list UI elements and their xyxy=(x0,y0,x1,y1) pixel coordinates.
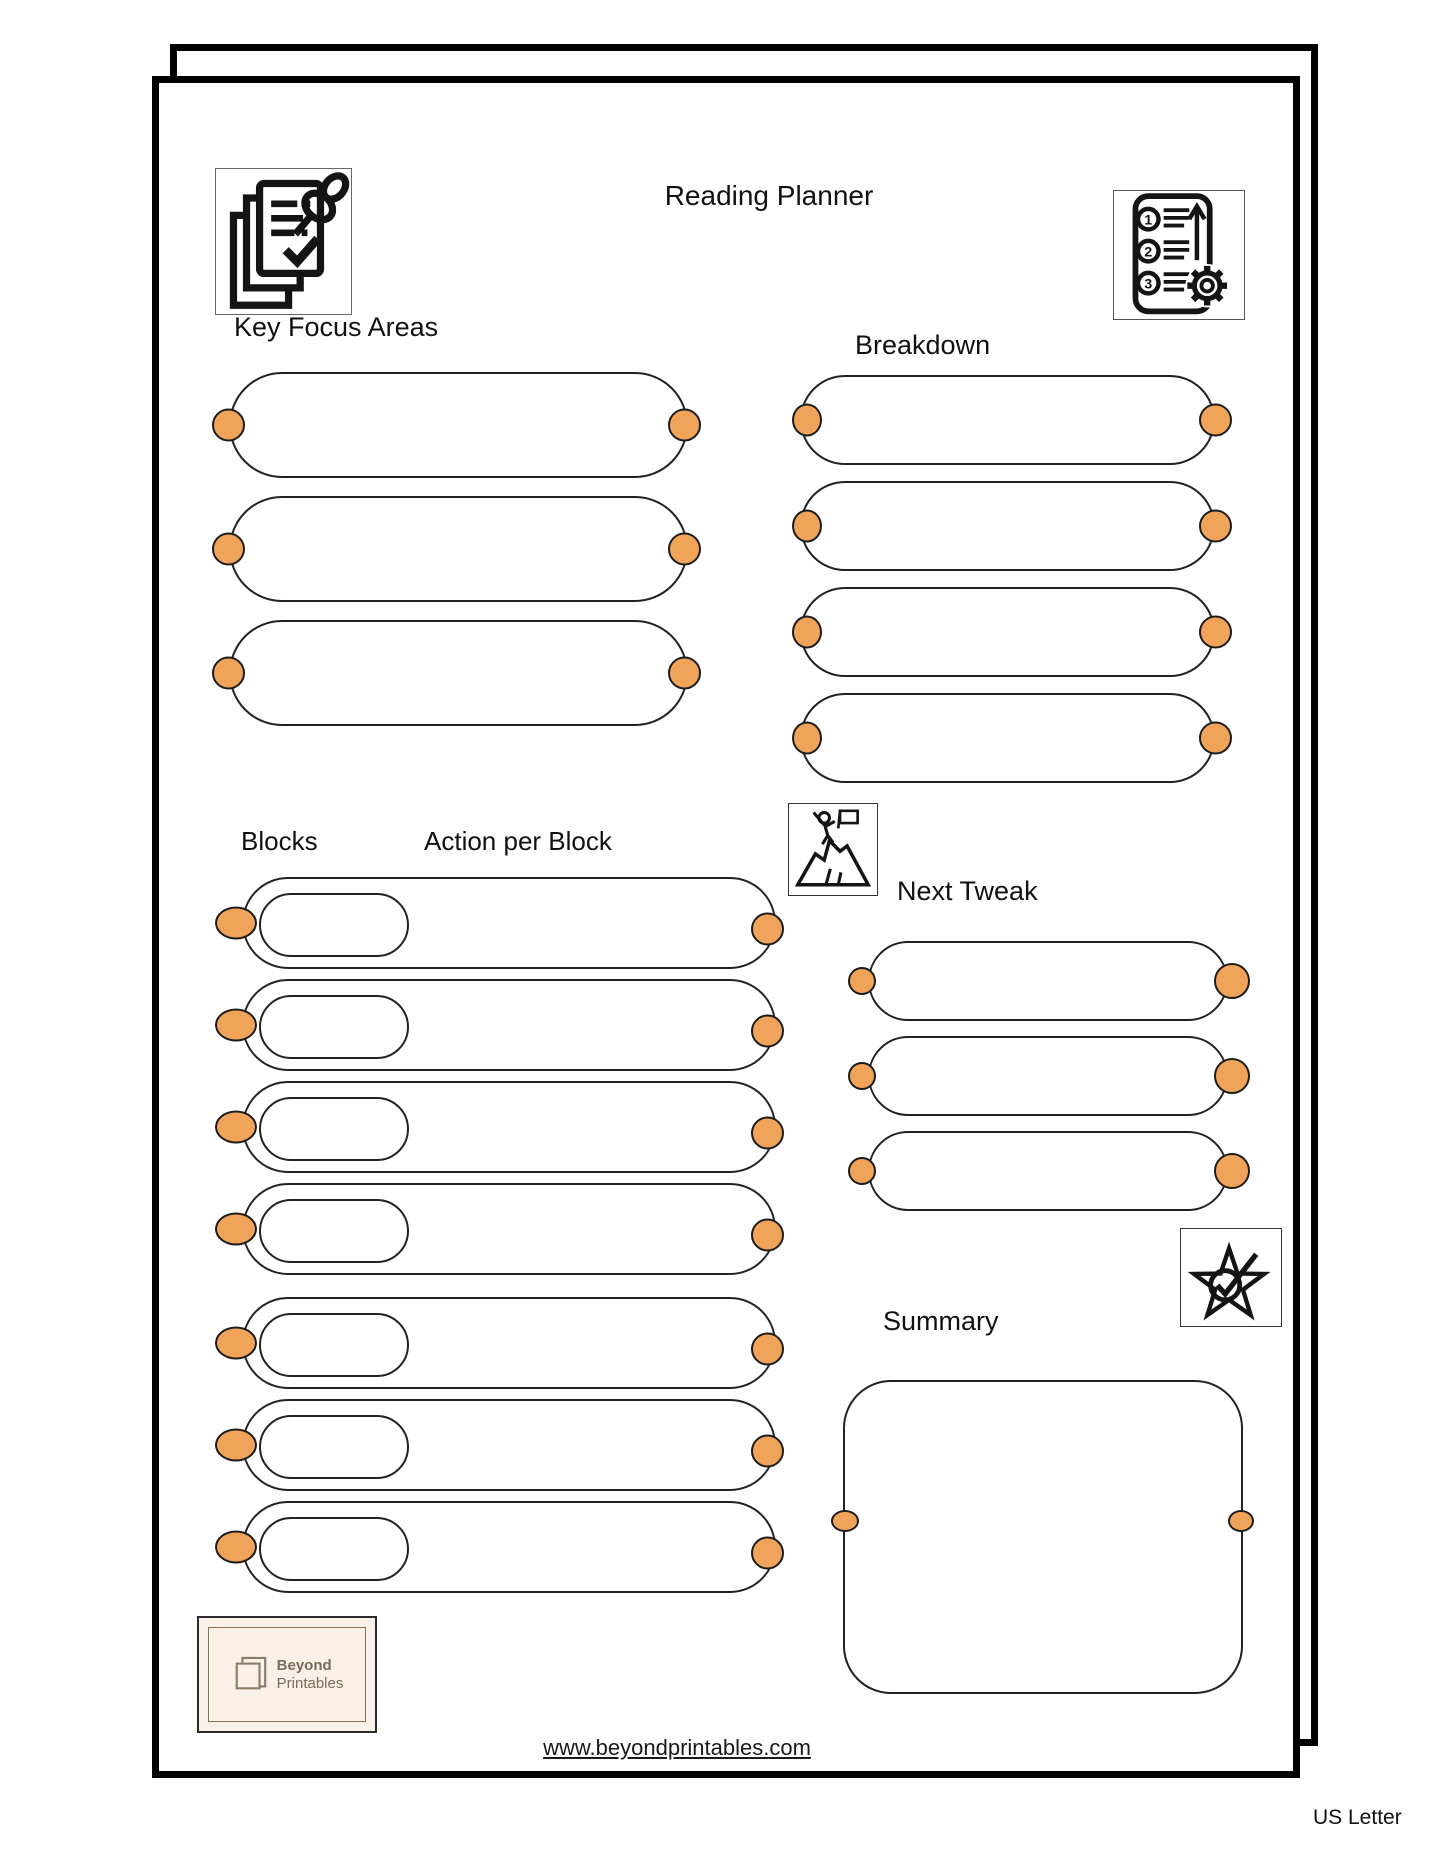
connector-dot xyxy=(751,912,784,946)
numbered-list-gear-icon: 1 2 3 xyxy=(1113,190,1245,320)
footer-website-link[interactable]: www.beyondprintables.com xyxy=(543,1735,811,1760)
brand-name-line2: Printables xyxy=(276,1674,344,1692)
connector-dot xyxy=(215,1326,257,1360)
action-per-block-slot[interactable] xyxy=(215,1399,784,1491)
key-focus-slot[interactable] xyxy=(212,496,701,602)
documents-pin-icon xyxy=(215,168,352,315)
connector-dot xyxy=(848,1157,876,1185)
action-per-block-heading: Action per Block xyxy=(424,826,612,856)
block-slot[interactable] xyxy=(259,1313,409,1377)
key-focus-slot[interactable] xyxy=(212,620,701,726)
connector-dot xyxy=(751,1332,784,1366)
page-title: Reading Planner xyxy=(664,180,874,211)
block-slot[interactable] xyxy=(259,995,409,1059)
paper-size-label: US Letter xyxy=(1313,1806,1402,1829)
connector-dot xyxy=(1214,1058,1250,1094)
connector-dot xyxy=(215,1530,257,1564)
connector-dot xyxy=(215,1428,257,1462)
star-check-icon xyxy=(1180,1228,1282,1327)
action-per-block-slot[interactable] xyxy=(215,979,784,1071)
brand-logo: Beyond Printables xyxy=(197,1616,377,1733)
connector-dot xyxy=(792,403,822,437)
connector-dot xyxy=(215,1008,257,1042)
connector-dot xyxy=(215,1212,257,1246)
connector-dot xyxy=(668,656,701,690)
brand-logo-frame: Beyond Printables xyxy=(208,1627,366,1722)
action-per-block-slot[interactable] xyxy=(215,877,784,969)
action-per-block-slot[interactable] xyxy=(215,1501,784,1593)
breakdown-slot[interactable] xyxy=(792,375,1232,465)
connector-dot xyxy=(215,906,257,940)
summary-heading: Summary xyxy=(883,1306,999,1336)
svg-text:3: 3 xyxy=(1144,275,1152,291)
connector-dot xyxy=(1199,721,1232,755)
key-focus-heading: Key Focus Areas xyxy=(234,312,439,342)
connector-dot xyxy=(751,1014,784,1048)
key-focus-slot[interactable] xyxy=(212,372,701,478)
connector-dot xyxy=(212,532,245,566)
svg-text:2: 2 xyxy=(1144,243,1152,259)
breakdown-slot[interactable] xyxy=(792,693,1232,783)
connector-dot xyxy=(1214,1153,1250,1189)
connector-dot xyxy=(848,967,876,995)
connector-dot xyxy=(668,532,701,566)
connector-dot xyxy=(751,1116,784,1150)
connector-dot xyxy=(1214,963,1250,999)
connector-dot xyxy=(668,408,701,442)
mountain-flag-icon xyxy=(788,803,878,896)
next-tweak-rows xyxy=(848,941,1250,1211)
connector-dot xyxy=(751,1536,784,1570)
pages-logo-icon xyxy=(235,1656,266,1689)
block-slot[interactable] xyxy=(259,1199,409,1263)
blocks-heading: Blocks xyxy=(241,826,318,856)
block-slot[interactable] xyxy=(259,1415,409,1479)
connector-dot xyxy=(1228,1510,1254,1532)
block-slot[interactable] xyxy=(259,1097,409,1161)
connector-dot xyxy=(212,656,245,690)
connector-dot xyxy=(792,615,822,649)
connector-dot xyxy=(1199,615,1232,649)
next-tweak-slot[interactable] xyxy=(848,941,1250,1021)
breakdown-heading: Breakdown xyxy=(855,330,991,360)
action-per-block-slot[interactable] xyxy=(215,1297,784,1389)
next-tweak-heading: Next Tweak xyxy=(897,876,1038,906)
connector-dot xyxy=(212,408,245,442)
breakdown-rows xyxy=(792,375,1232,783)
breakdown-slot[interactable] xyxy=(792,481,1232,571)
next-tweak-slot[interactable] xyxy=(848,1131,1250,1211)
next-tweak-slot[interactable] xyxy=(848,1036,1250,1116)
connector-dot xyxy=(751,1434,784,1468)
block-slot[interactable] xyxy=(259,893,409,957)
summary-slot[interactable] xyxy=(831,1380,1254,1694)
block-slot[interactable] xyxy=(259,1517,409,1581)
breakdown-slot[interactable] xyxy=(792,587,1232,677)
connector-dot xyxy=(792,509,822,543)
connector-dot xyxy=(215,1110,257,1144)
connector-dot xyxy=(1199,403,1232,437)
connector-dot xyxy=(792,721,822,755)
brand-name-line1: Beyond xyxy=(276,1657,332,1675)
planner-page: Reading Planner 1 2 3 xyxy=(152,76,1300,1778)
brand-logo-text: Beyond Printables xyxy=(277,1657,344,1692)
connector-dot xyxy=(751,1218,784,1252)
connector-dot xyxy=(1199,509,1232,543)
connector-dot xyxy=(831,1510,859,1532)
action-per-block-slot[interactable] xyxy=(215,1183,784,1275)
block-rows xyxy=(215,877,784,1593)
svg-text:1: 1 xyxy=(1144,211,1152,227)
connector-dot xyxy=(848,1062,876,1090)
key-focus-rows xyxy=(212,372,701,726)
action-per-block-slot[interactable] xyxy=(215,1081,784,1173)
